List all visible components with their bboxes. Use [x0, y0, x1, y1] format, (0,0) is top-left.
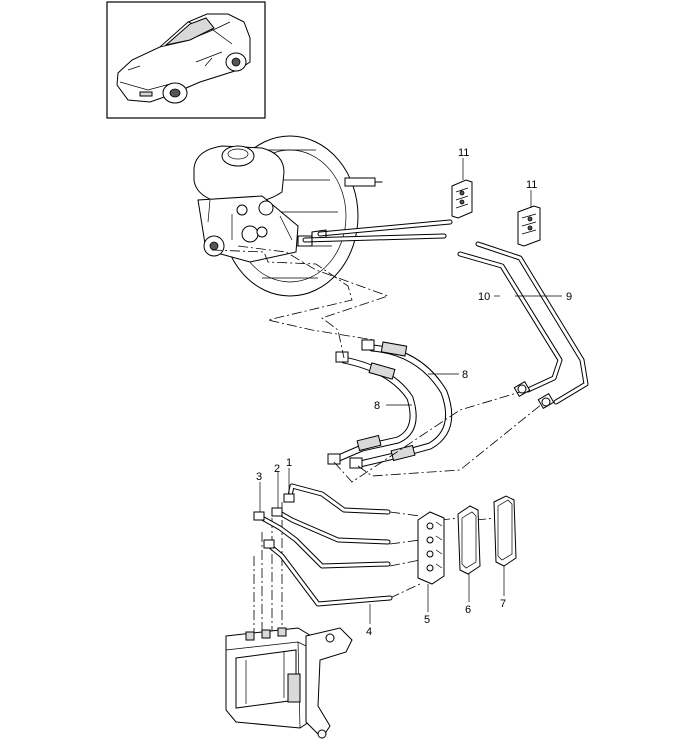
callout-3: 3 [256, 471, 262, 483]
pipe-clip-11-b [517, 205, 541, 247]
brake-pipe-1 [283, 483, 391, 515]
connection-lines [211, 245, 543, 640]
callout-11-a: 11 [458, 147, 469, 159]
car-illustration [116, 13, 251, 104]
callout-6: 6 [465, 604, 471, 616]
callout-numbers: 11 11 10 9 8 8 1 2 3 4 5 6 7 [256, 147, 572, 638]
callout-1: 1 [286, 457, 292, 469]
gasket-6 [457, 505, 481, 575]
master-cylinder [193, 145, 299, 263]
abs-hydraulic-unit [225, 627, 353, 739]
callout-8-a: 8 [462, 369, 468, 381]
vehicle-thumbnail [106, 1, 266, 119]
brake-pipe-2 [271, 507, 391, 545]
brake-pipe-4 [263, 539, 393, 607]
brake-hose-8-upper [349, 339, 453, 469]
callout-9: 9 [566, 291, 572, 303]
pushrod [344, 177, 376, 187]
callout-10: 10 [478, 291, 490, 303]
callout-2: 2 [274, 463, 280, 475]
callout-11-b: 11 [526, 179, 537, 191]
abs-bracket [305, 627, 353, 739]
gasket-7 [493, 495, 517, 567]
brake-hose-8-lower [327, 351, 417, 465]
brake-pipe-9 [311, 219, 589, 410]
port-plug-5 [417, 511, 445, 585]
callout-4: 4 [366, 626, 372, 638]
reservoir [193, 145, 285, 205]
pipe-clip-11-a [451, 179, 473, 219]
callout-5: 5 [424, 614, 430, 626]
brake-pipe-3 [253, 511, 391, 569]
callout-7: 7 [500, 598, 506, 610]
leader-lines [259, 158, 562, 624]
callout-8-b: 8 [374, 400, 380, 412]
